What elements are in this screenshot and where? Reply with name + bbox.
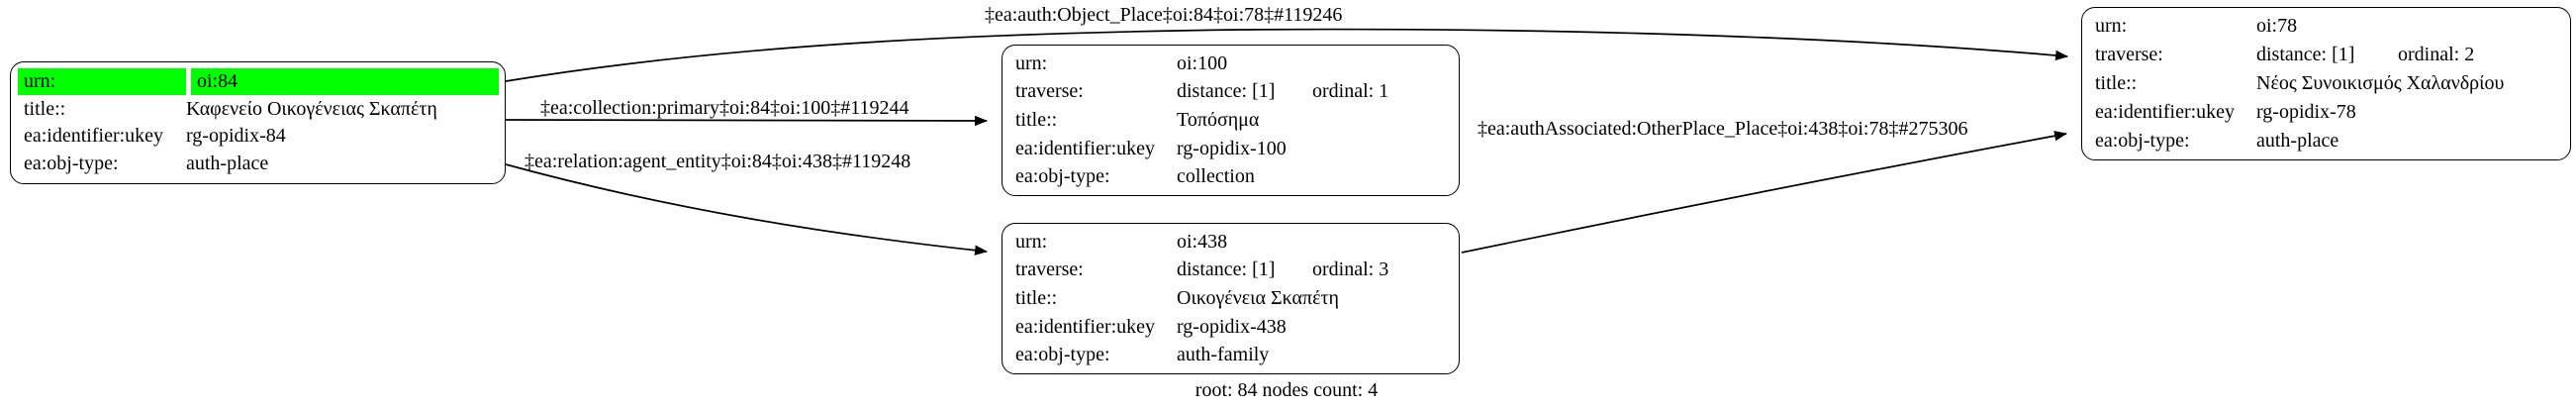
- node-row-urn: urn: oi:100: [1009, 50, 1453, 78]
- objtype-value: auth-place: [2256, 130, 2339, 152]
- title-value: Οικογένεια Σκαπέτη: [1177, 287, 1340, 309]
- title-label: title::: [24, 97, 66, 120]
- node-row-traverse: traverse: distance: [1] ordinal: 1: [1009, 78, 1453, 107]
- urn-value: oi:438: [1177, 230, 1228, 253]
- node-oi-100: urn: oi:100 traverse: distance: [1] ordi…: [1002, 45, 1460, 196]
- node-row-ukey: ea:identifier:ukey rg-opidix-100: [1009, 135, 1453, 163]
- node-row-urn: urn: oi:78: [2089, 12, 2564, 41]
- title-value: Τοπόσημα: [1177, 109, 1260, 131]
- node-row-urn: urn: oi:438: [1009, 228, 1453, 257]
- ukey-value: rg-opidix-78: [2256, 101, 2356, 123]
- node-row-title: title:: Τοπόσημα: [1009, 106, 1453, 135]
- urn-label: urn:: [18, 68, 186, 96]
- node-oi-438: urn: oi:438 traverse: distance: [1] ordi…: [1002, 223, 1460, 374]
- ukey-value: rg-opidix-84: [186, 125, 286, 148]
- edge-collection-primary: [505, 115, 989, 127]
- traverse-label: traverse:: [2095, 44, 2163, 65]
- edge-label-collection-primary: ‡ea:collection:primary‡oi:84‡oi:100‡#119…: [540, 97, 909, 119]
- traverse-ordinal: ordinal: 1: [1312, 80, 1389, 103]
- node-row-ukey: ea:identifier:ukey rg-opidix-78: [2089, 98, 2564, 127]
- traverse-label: traverse:: [1015, 258, 1084, 281]
- title-label: title::: [1015, 287, 1058, 309]
- title-label: title::: [2095, 72, 2138, 94]
- node-row-urn: urn: oi:84: [18, 68, 499, 96]
- node-oi-78: urn: oi:78 traverse: distance: [1] ordin…: [2081, 7, 2571, 160]
- traverse-ordinal: ordinal: 2: [2398, 44, 2475, 65]
- traverse-distance: distance: [1]: [1177, 258, 1276, 281]
- node-oi-84: urn: oi:84 title:: Καφενείο Οικογένειας …: [10, 61, 506, 184]
- objtype-label: ea:obj-type:: [1015, 165, 1110, 188]
- ukey-label: ea:identifier:ukey: [2095, 101, 2236, 123]
- title-value: Καφενείο Οικογένειας Σκαπέτη: [186, 97, 437, 120]
- urn-label: urn:: [1015, 51, 1048, 74]
- node-row-ukey: ea:identifier:ukey rg-opidix-438: [1009, 313, 1453, 342]
- objtype-value: collection: [1177, 165, 1255, 188]
- title-label: title::: [1015, 109, 1058, 131]
- edge-auth-associated: [1461, 131, 2068, 254]
- edge-label-relation-agent-entity: ‡ea:relation:agent_entity‡oi:84‡oi:438‡#…: [525, 151, 911, 172]
- graph-caption: root: 84 nodes count: 4: [1194, 379, 1379, 401]
- ukey-label: ea:identifier:ukey: [24, 125, 164, 148]
- urn-value: oi:78: [2256, 15, 2298, 37]
- traverse-distance: distance: [1]: [1177, 80, 1276, 103]
- node-row-title: title:: Οικογένεια Σκαπέτη: [1009, 284, 1453, 313]
- edge-relation-agent-entity: [505, 163, 989, 256]
- node-row-ukey: ea:identifier:ukey rg-opidix-84: [18, 123, 499, 151]
- ukey-label: ea:identifier:ukey: [1015, 137, 1156, 159]
- node-row-title: title:: Καφενείο Οικογένειας Σκαπέτη: [18, 95, 499, 123]
- node-row-objtype: ea:obj-type: auth-place: [2089, 127, 2564, 155]
- edge-auth-object-place: [505, 28, 2069, 82]
- ukey-value: rg-opidix-438: [1177, 315, 1287, 338]
- objtype-label: ea:obj-type:: [1015, 344, 1110, 366]
- node-row-objtype: ea:obj-type: auth-family: [1009, 341, 1453, 369]
- node-row-traverse: traverse: distance: [1] ordinal: 2: [2089, 41, 2564, 69]
- traverse-label: traverse:: [1015, 80, 1084, 103]
- objtype-value: auth-family: [1177, 344, 1270, 366]
- objtype-label: ea:obj-type:: [24, 152, 119, 174]
- objtype-label: ea:obj-type:: [2095, 130, 2190, 152]
- node-row-objtype: ea:obj-type: auth-place: [18, 151, 499, 178]
- node-row-traverse: traverse: distance: [1] ordinal: 3: [1009, 257, 1453, 285]
- title-value: Νέος Συνοικισμός Χαλανδρίου: [2256, 72, 2505, 94]
- edge-label-auth-object-place: ‡ea:auth:Object_Place‡oi:84‡oi:78‡#11924…: [985, 4, 1343, 26]
- urn-value: oi:84: [191, 68, 499, 96]
- node-row-title: title:: Νέος Συνοικισμός Χαλανδρίου: [2089, 69, 2564, 98]
- urn-value: oi:100: [1177, 51, 1228, 74]
- urn-label: urn:: [1015, 230, 1048, 253]
- traverse-ordinal: ordinal: 3: [1312, 258, 1389, 281]
- objtype-value: auth-place: [186, 152, 269, 174]
- edge-label-auth-associated: ‡ea:authAssociated:OtherPlace_Place‡oi:4…: [1478, 118, 1968, 140]
- node-row-objtype: ea:obj-type: collection: [1009, 162, 1453, 191]
- traverse-distance: distance: [1]: [2256, 44, 2355, 65]
- urn-label: urn:: [2095, 15, 2128, 37]
- ukey-value: rg-opidix-100: [1177, 137, 1287, 159]
- ukey-label: ea:identifier:ukey: [1015, 315, 1156, 338]
